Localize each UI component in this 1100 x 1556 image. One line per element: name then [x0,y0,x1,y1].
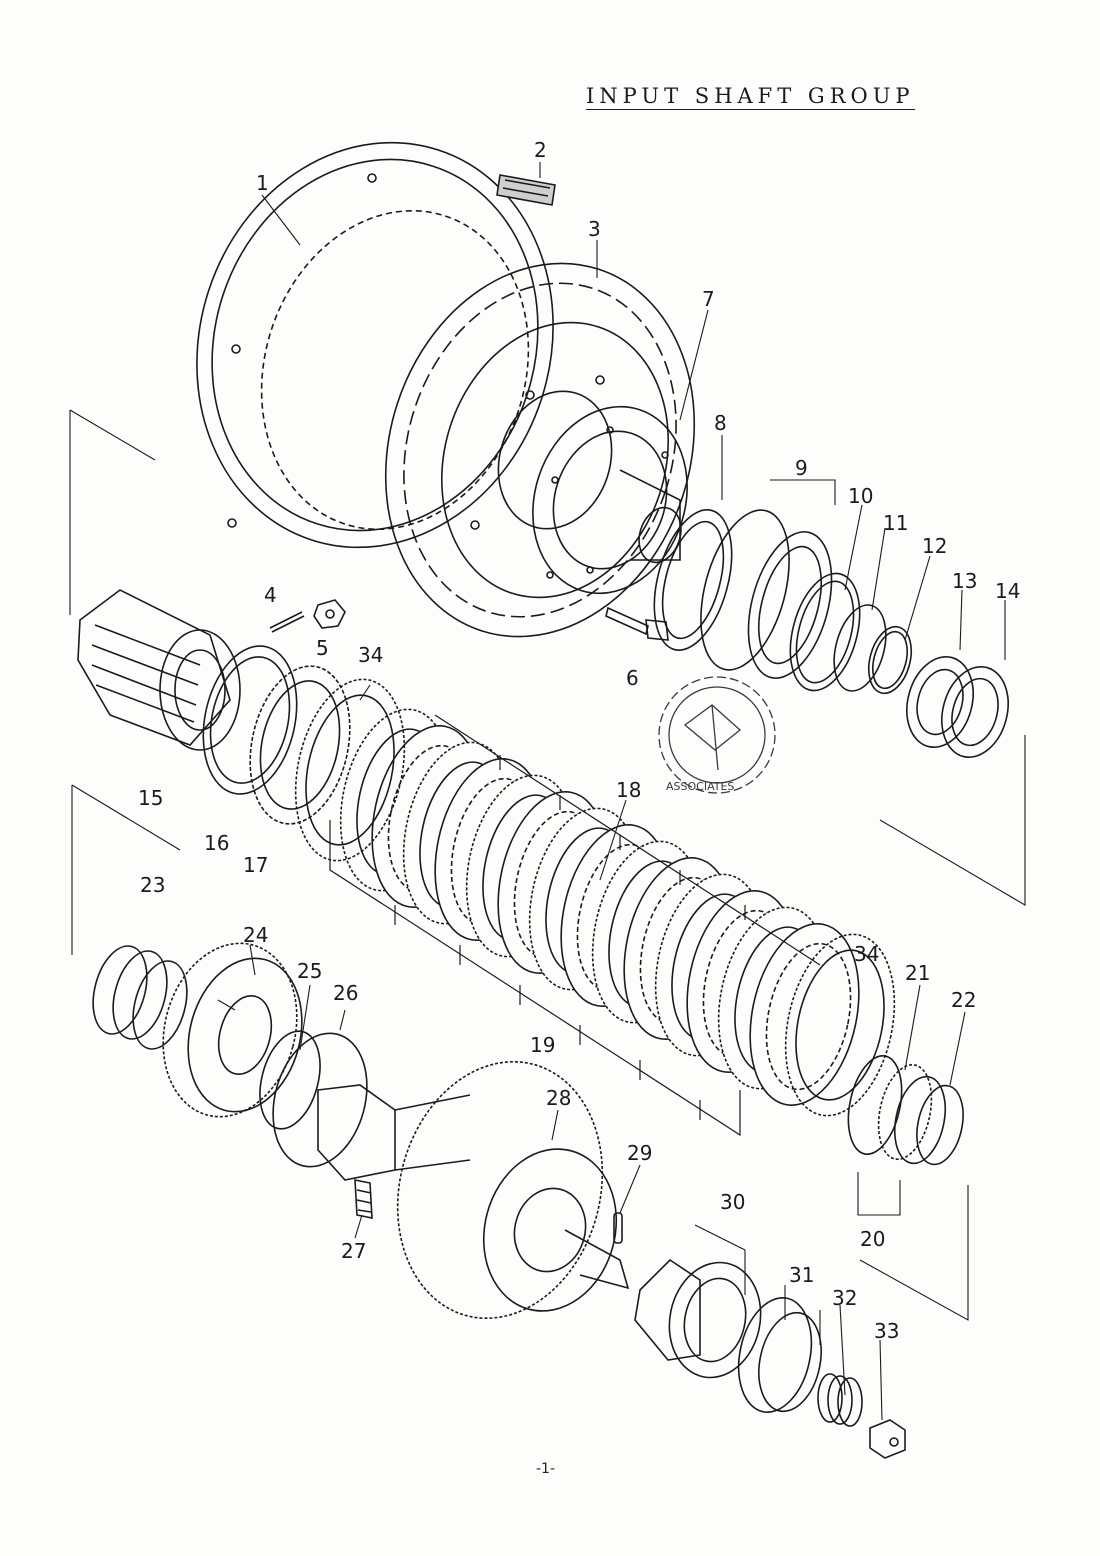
part-2-tooth-segment [496,174,556,206]
part-label-26: 26 [333,981,358,1005]
part-20-retainer [847,1055,933,1161]
part-label-5: 5 [316,636,329,660]
part-label-9: 9 [795,456,808,480]
part-24-piston [162,942,303,1118]
part-label-6: 6 [626,666,639,690]
part-26-seal-ring [272,1032,368,1168]
part-label-34-rear: 34 [854,942,879,966]
axis-guide-lines [69,409,1026,1345]
part-label-7: 7 [702,287,715,311]
stamp-text: ASSOCIATES [666,780,734,793]
part-label-18: 18 [616,778,641,802]
part-15-drive-gear [77,589,241,751]
part-label-23: 23 [140,873,165,897]
part-11-snap-ring [833,604,887,692]
part-label-14: 14 [995,579,1020,603]
plate-group-brackets [329,714,821,1137]
part-34-gear-ring-front [294,678,406,862]
part-label-28: 28 [546,1086,571,1110]
part-label-17: 17 [243,853,268,877]
part-label-11: 11 [883,511,908,535]
part-34-gear-ring-rear [784,933,896,1117]
part-label-30: 30 [720,1190,745,1214]
page-number: -1- [536,1461,556,1477]
part-4-cotter-pin [269,611,305,633]
part-label-21: 21 [905,961,930,985]
leader-lines [217,162,1006,1421]
part-12-snap-ring [867,625,913,695]
part-label-19: 19 [530,1033,555,1057]
part-label-15: 15 [138,786,163,810]
part-28-input-shaft-gear [317,1060,630,1320]
part-label-22: 22 [951,988,976,1012]
part-label-3: 3 [588,217,601,241]
part-labels: 1 2 3 4 5 6 7 8 9 10 11 12 13 14 15 16 1… [138,138,1020,1343]
inspection-stamp: ASSOCIATES [658,676,776,794]
part-label-13: 13 [952,569,977,593]
part-label-12: 12 [922,534,947,558]
part-30-bearing [634,1258,762,1379]
part-label-4: 4 [264,583,277,607]
part-10-bearing-ring [789,572,861,692]
part-23-spring [92,945,188,1050]
part-33-plug [869,1419,906,1459]
part-21-ring [894,1075,946,1165]
part-16-ring [202,645,298,795]
part-label-27: 27 [341,1239,366,1263]
part-22-snap-ring [916,1084,964,1166]
part-6-bolt [605,606,669,641]
part-17-plate [249,665,351,825]
part-32-spring [817,1373,863,1427]
part-13-seal [906,656,974,748]
part-label-10: 10 [848,484,873,508]
part-29-pin [613,1212,623,1244]
part-label-33: 33 [874,1319,899,1343]
part-14-seal-cover [941,666,1009,758]
part-7-shaft-flange [532,405,688,595]
part-label-8: 8 [714,411,727,435]
separator-plate [749,923,860,1106]
part-label-25: 25 [297,959,322,983]
part-label-2: 2 [534,138,547,162]
part-label-34-front: 34 [358,643,383,667]
part-5-castle-nut [313,599,346,629]
part-31-ring [737,1297,822,1413]
part-18-19-clutch-plates [339,708,860,1106]
part-label-16: 16 [204,831,229,855]
part-8-bearing-race [653,509,733,651]
part-label-32: 32 [832,1286,857,1310]
part-27-setscrew [354,1179,373,1219]
part-label-1: 1 [256,171,269,195]
part-label-31: 31 [789,1263,814,1287]
part-label-24: 24 [243,923,268,947]
page-title: INPUT SHAFT GROUP [586,84,915,110]
part-1-flywheel-housing [196,141,554,549]
part-9-roller-bearing [700,509,833,679]
part-label-29: 29 [627,1141,652,1165]
part-label-20: 20 [860,1227,885,1251]
